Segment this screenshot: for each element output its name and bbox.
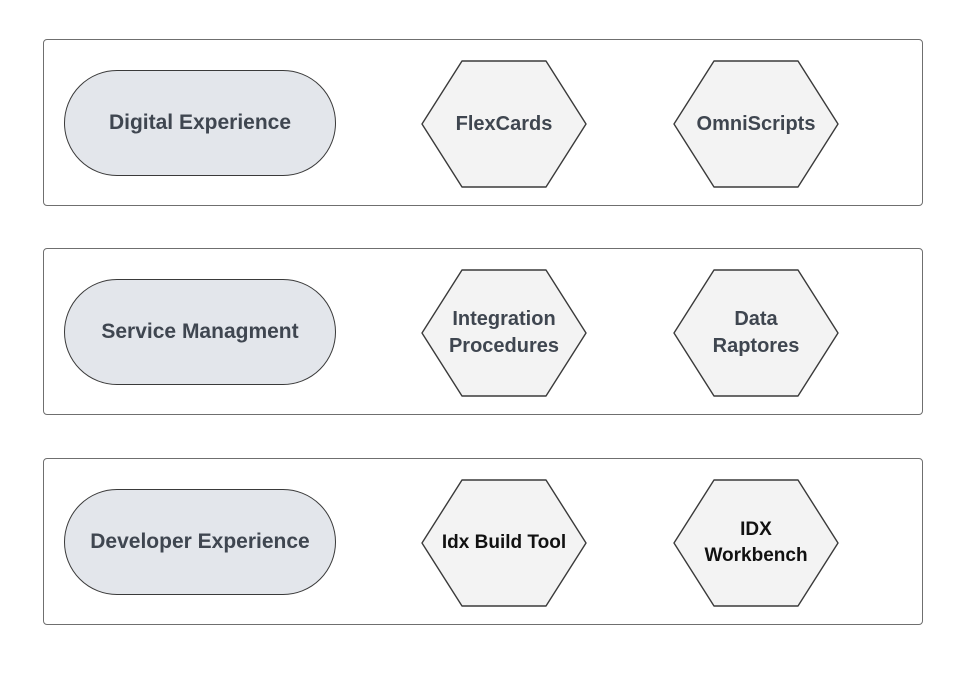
row-developer-experience: Developer Experience Idx Build Tool IDX … [43,458,923,625]
hexagon-label-line: FlexCards [455,112,553,135]
hexagon-label-line: Workbench [704,545,808,566]
hexagon-shape [421,479,587,607]
category-label: Digital Experience [108,111,292,134]
hexagon-idx-build-tool: Idx Build Tool [421,479,587,607]
hexagon-shape [421,60,587,188]
hexagon-label-line: Idx Build Tool [441,532,567,553]
hexagon-label-line: Procedures [448,335,560,357]
hexagon-shape [673,479,839,607]
row-digital-experience: Digital Experience FlexCards OmniScripts [43,39,923,206]
category-pill-digital-experience: Digital Experience [64,70,336,176]
category-pill-service-management: Service Managment [64,279,336,385]
hexagon-label-line: Integration [452,308,556,330]
hexagon-flexcards: FlexCards [421,60,587,188]
hexagon-label-line: IDX [740,519,772,540]
hexagon-label-line: OmniScripts [696,112,816,135]
hexagon-integration-procedures: Integration Procedures [421,269,587,397]
hexagon-shape [673,60,839,188]
category-label: Service Managment [101,320,299,343]
hexagon-data-raptores: Data Raptores [673,269,839,397]
hexagon-label-line: Data [734,308,778,330]
hexagon-shape [673,269,839,397]
hexagon-shape [421,269,587,397]
category-label: Developer Experience [90,530,310,553]
category-pill-developer-experience: Developer Experience [64,489,336,595]
hexagon-omniscripts: OmniScripts [673,60,839,188]
row-service-management: Service Managment Integration Procedures… [43,248,923,415]
hexagon-label-line: Raptores [712,335,800,357]
hexagon-idx-workbench: IDX Workbench [673,479,839,607]
